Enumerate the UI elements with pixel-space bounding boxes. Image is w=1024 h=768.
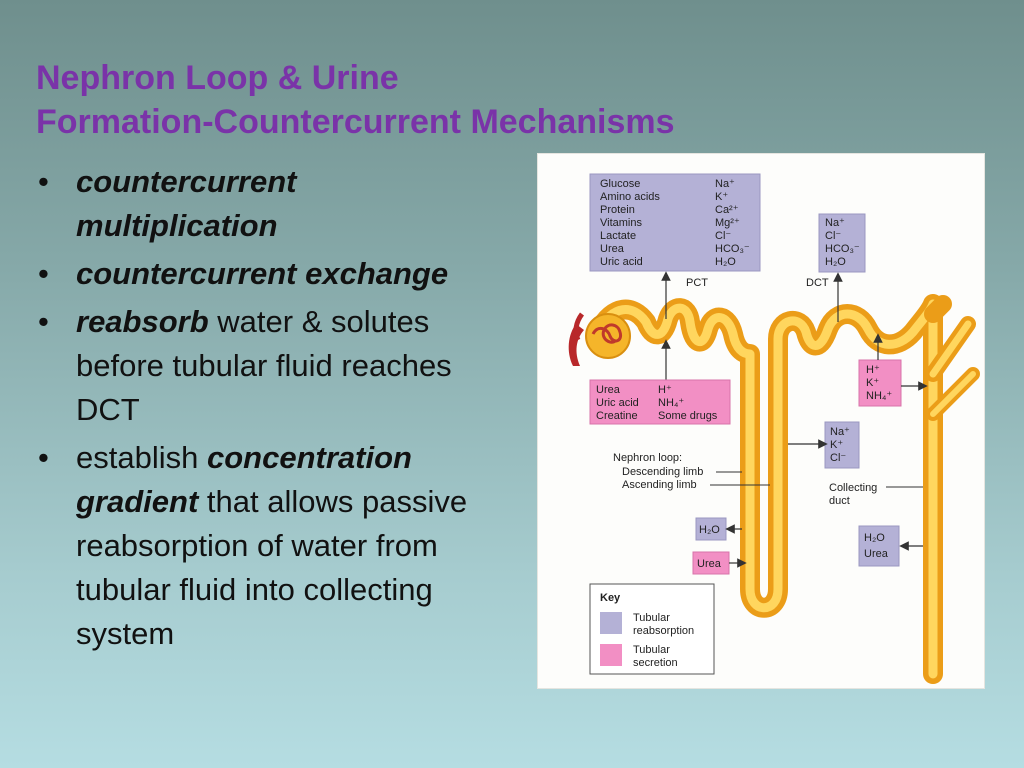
pct-reab-right-4: Cl⁻ — [715, 230, 731, 242]
pct-sec-left-1: Uric acid — [596, 397, 639, 409]
slide-title: Nephron Loop & Urine Formation-Countercu… — [36, 56, 816, 144]
loop-h2o: H₂O — [699, 524, 720, 536]
pct-reab-right-2: Ca²⁺ — [715, 204, 739, 216]
dct-reabsorption-box: Na⁺ Cl⁻ HCO₃⁻ H₂O — [818, 213, 866, 273]
pct-reab-left-5: Urea — [600, 243, 625, 255]
nephron-tubule — [588, 294, 980, 684]
key-sec-line-2: secretion — [633, 657, 678, 669]
pct-sec-right-1: NH₄⁺ — [658, 397, 684, 409]
loop-reab-0: Na⁺ — [830, 426, 850, 438]
pct-reab-left-0: Glucose — [600, 178, 640, 190]
title-line-1: Nephron Loop & Urine — [36, 59, 399, 97]
dct-reab-2: HCO₃⁻ — [825, 243, 860, 255]
bullet-emphasis: countercurrent exchange — [76, 256, 449, 291]
pct-reab-right-5: HCO₃⁻ — [715, 243, 750, 255]
bullet-emphasis: concentration gradient — [76, 440, 412, 519]
pct-sec-left-2: Creatine — [596, 410, 638, 422]
key-sec-line-1: Tubular — [633, 644, 670, 656]
dct-reab-0: Na⁺ — [825, 217, 845, 229]
key-title: Key — [600, 592, 621, 604]
nephron-diagram: Glucose Amino acids Protein Vitamins Lac… — [537, 153, 985, 689]
pct-reab-left-1: Amino acids — [600, 191, 660, 203]
loop-reabsorption-box: Na⁺ K⁺ Cl⁻ — [824, 421, 860, 469]
pct-reab-left-3: Vitamins — [600, 217, 642, 229]
dct-secretion-box: H⁺ K⁺ NH₄⁺ — [858, 359, 902, 407]
bullet-text: that allows passive reabsorption of wate… — [76, 484, 468, 651]
ascending-limb-label: Ascending limb — [622, 479, 697, 491]
loop-urea-box: Urea — [692, 551, 730, 575]
key-swatch-secretion — [600, 644, 622, 666]
dct-sec-0: H⁺ — [866, 364, 880, 376]
bullet-item: establish concentration gradient that al… — [36, 436, 506, 656]
title-line-2: Formation-Countercurrent Mechanisms — [36, 103, 675, 141]
pct-label: PCT — [686, 277, 708, 289]
descending-limb-label: Descending limb — [622, 466, 703, 478]
bullet-list: countercurrent multiplication countercur… — [36, 160, 506, 660]
diagram-key: Key Tubular reabsorption Tubular secreti… — [589, 583, 715, 675]
loop-reab-1: K⁺ — [830, 439, 843, 451]
bullet-emphasis: reabsorb — [76, 304, 209, 339]
bullet-emphasis: countercurrent multiplication — [76, 164, 297, 243]
bullet-text: establish — [76, 440, 207, 475]
bullet-item: countercurrent exchange — [36, 252, 506, 296]
dct-reab-1: Cl⁻ — [825, 230, 841, 242]
pct-sec-right-2: Some drugs — [658, 410, 718, 422]
key-swatch-reabsorption — [600, 612, 622, 634]
glomerulus — [568, 312, 631, 366]
cd-reab-0: H₂O — [864, 532, 885, 544]
cd-reabsorption-box: H₂O Urea — [858, 525, 900, 567]
nephron-loop-title: Nephron loop: — [613, 452, 682, 464]
pct-sec-right-0: H⁺ — [658, 384, 672, 396]
pct-reab-left-6: Uric acid — [600, 256, 643, 268]
collecting-duct-label-2: duct — [829, 495, 850, 507]
bullet-item: reabsorb water & solutes before tubular … — [36, 300, 506, 432]
loop-h2o-box: H₂O — [695, 517, 727, 541]
nephron-svg: Glucose Amino acids Protein Vitamins Lac… — [568, 173, 980, 684]
pct-reab-right-6: H₂O — [715, 256, 736, 268]
bullet-item: countercurrent multiplication — [36, 160, 506, 248]
loop-urea: Urea — [697, 558, 722, 570]
pct-reab-left-2: Protein — [600, 204, 635, 216]
dct-sec-1: K⁺ — [866, 377, 879, 389]
pct-reab-left-4: Lactate — [600, 230, 636, 242]
collecting-duct-label-1: Collecting — [829, 482, 877, 494]
loop-reab-2: Cl⁻ — [830, 452, 846, 464]
dct-reab-3: H₂O — [825, 256, 846, 268]
pct-reab-right-3: Mg²⁺ — [715, 217, 740, 229]
pct-secretion-box: Urea Uric acid Creatine H⁺ NH₄⁺ Some dru… — [589, 379, 731, 425]
cd-reab-1: Urea — [864, 548, 889, 560]
dct-label: DCT — [806, 277, 829, 289]
pct-sec-left-0: Urea — [596, 384, 621, 396]
bullet-text: water & solutes before tubular fluid rea… — [76, 304, 452, 427]
pct-reab-right-1: K⁺ — [715, 191, 728, 203]
pct-reab-right-0: Na⁺ — [715, 178, 735, 190]
key-reab-line-2: reabsorption — [633, 625, 694, 637]
dct-sec-2: NH₄⁺ — [866, 390, 892, 402]
pct-reabsorption-box: Glucose Amino acids Protein Vitamins Lac… — [589, 173, 761, 272]
key-reab-line-1: Tubular — [633, 612, 670, 624]
